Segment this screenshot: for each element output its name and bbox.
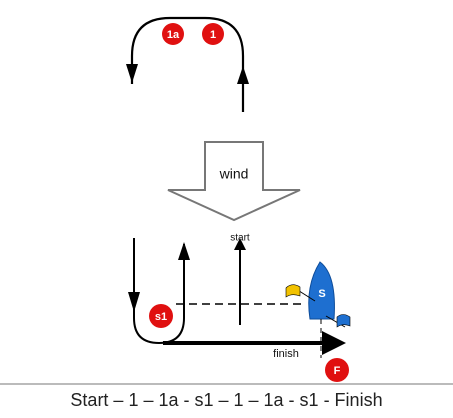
top-course-loop: [130, 16, 245, 112]
blue-flag-icon: [336, 314, 351, 328]
mark-1: 1: [202, 23, 224, 45]
mark-1-label: 1: [210, 29, 216, 41]
lower-left-arrow-icon: [128, 292, 140, 312]
top-right-arrow-icon: [237, 66, 249, 84]
signal-boat-label: S: [318, 288, 325, 300]
finish-mark: F: [325, 358, 349, 382]
yellow-flag-icon: [285, 284, 301, 298]
mark-s1-label: s1: [155, 311, 167, 323]
top-left-arrow-icon: [126, 64, 138, 83]
course-sequence: Start – 1 – 1a - s1 – 1 – 1a - s1 - Fini…: [70, 390, 383, 410]
finish-mark-label: F: [334, 365, 341, 377]
wind-arrow-icon: [167, 141, 301, 222]
lower-course-loop: [133, 238, 185, 345]
mark-s1: s1: [149, 304, 173, 328]
wind-label: wind: [219, 166, 249, 182]
start-label: start: [230, 233, 250, 244]
mark-1a: 1a: [162, 23, 184, 45]
mark-1a-label: 1a: [167, 29, 180, 41]
finish-label: finish: [273, 348, 299, 360]
signal-boat-icon: [308, 261, 335, 320]
